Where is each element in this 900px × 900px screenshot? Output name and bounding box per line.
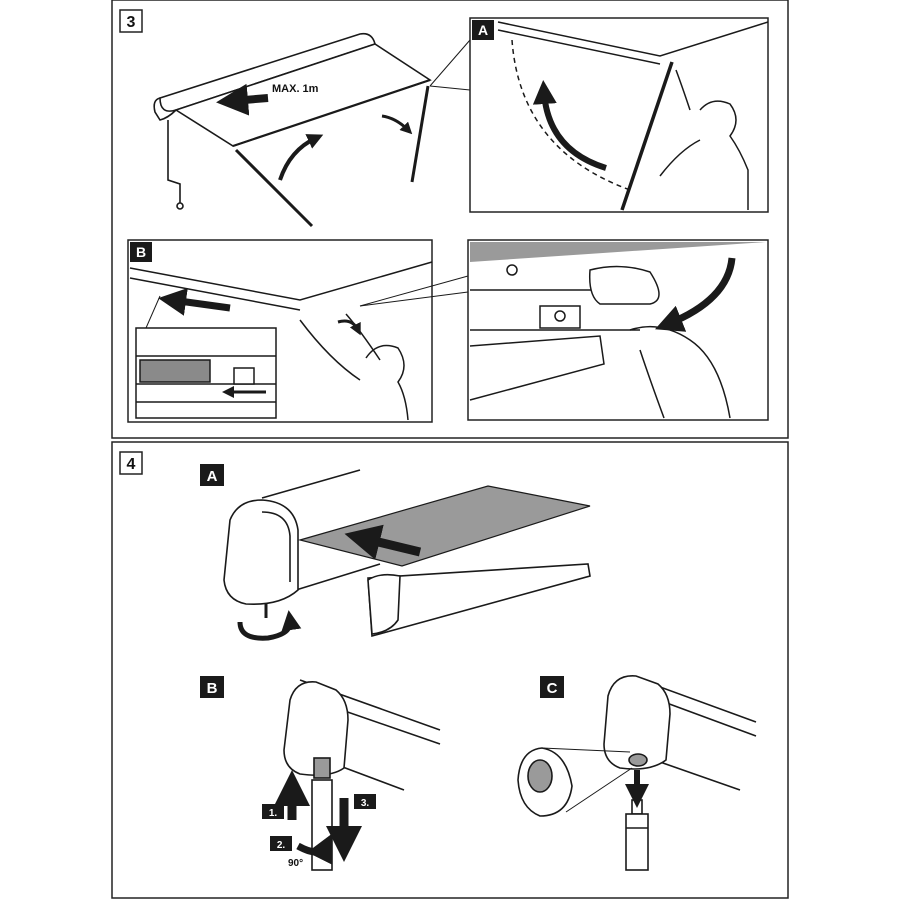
- panel-a-swing-path: [511, 39, 631, 191]
- step-4-b-turn-arrow: [296, 833, 333, 865]
- step-4-c-callout-1: [541, 747, 631, 753]
- panel-a-leg: [620, 61, 674, 211]
- step-4-c-end-cap: [603, 675, 671, 770]
- panel-a-swing-arrow: [532, 80, 607, 171]
- step-4-c-letter: C: [547, 680, 558, 697]
- step-4-b-step1: 1.: [269, 808, 278, 819]
- callout-line-b: [145, 295, 161, 329]
- step-3-frame: [111, 0, 789, 439]
- panel-a-rail: [497, 21, 769, 57]
- callout-line-b-detail-2: [359, 291, 469, 307]
- panel-b-letter: B: [136, 244, 146, 260]
- step-4-a-badge: [200, 464, 224, 486]
- step-4-panel-b: B 1. 2. 3. 90°: [200, 676, 441, 871]
- step-4-number: 4: [127, 456, 136, 473]
- step-4-b-socket: [313, 757, 331, 779]
- panel-b-badge: [130, 242, 152, 262]
- step-4-c-cassette-bottom: [659, 761, 741, 791]
- detail-arrow: [655, 257, 736, 332]
- step-4-c-badge: [540, 676, 564, 698]
- step-4-b-step2: 2.: [277, 840, 286, 851]
- awning-end-cap: [153, 97, 177, 121]
- detail-plate: [539, 305, 581, 329]
- step-4-c-socket: [628, 753, 648, 767]
- crank-knob: [176, 202, 184, 210]
- step-4-a-front-cap: [367, 573, 401, 635]
- detail-fabric: [470, 242, 766, 262]
- panel-b-rail-lower: [129, 277, 301, 311]
- step-4-panel-a: A: [200, 464, 591, 641]
- step-4-b-cassette-mid: [335, 707, 441, 745]
- crank-handle: [167, 120, 181, 205]
- step-3-section: 3 MAX. 1m A: [111, 0, 789, 439]
- panel-a-badge: [472, 20, 494, 40]
- detail-screw-1: [506, 264, 518, 276]
- step-4-c-cassette-mid: [663, 701, 757, 737]
- step-4-b-end-cap: [283, 681, 349, 776]
- step-3-detail-panel: [467, 239, 769, 421]
- step-4-b-badge: [200, 676, 224, 698]
- awning-front-bar: [232, 78, 431, 148]
- step-4-b-angle: 90°: [288, 858, 303, 869]
- panel-b-slide-arrow: [158, 288, 231, 316]
- step-4-c-callout-2: [565, 767, 633, 813]
- step-4-b-step1-badge: [262, 804, 284, 819]
- step-4-c-magnifier-hole: [527, 759, 553, 793]
- step-4-b-crank-rod: [311, 779, 333, 871]
- panel-b-inset-block: [139, 359, 211, 383]
- step-3-number-box: [119, 9, 143, 33]
- lift-arrow-left: [278, 134, 324, 181]
- panel-b-rail: [129, 261, 433, 301]
- step-4-b-letter: B: [207, 680, 218, 697]
- step-3-number: 3: [127, 14, 136, 31]
- step-4-a-front-bar: [367, 563, 591, 638]
- step-4-b-cassette-bottom: [339, 765, 405, 791]
- step-4-b-step2-badge: [270, 836, 292, 851]
- step-3-panel-a: A: [469, 17, 769, 213]
- max-distance-label: MAX. 1m: [272, 83, 319, 95]
- step-4-c-crank-tip: [631, 799, 643, 815]
- callout-line-b-detail-1: [359, 275, 469, 307]
- step-4-a-end-cap: [223, 499, 299, 606]
- step-4-b-step3: 3.: [361, 798, 370, 809]
- step-4-b-step3-badge: [354, 794, 376, 809]
- step-4-a-fabric: [297, 485, 591, 567]
- detail-hand: [629, 325, 731, 419]
- step-4-panel-c: C: [517, 675, 757, 871]
- step-4-a-end-cap-inner: [261, 511, 291, 582]
- awning-overview: [153, 32, 432, 228]
- step-4-section: 4 A B: [111, 441, 789, 899]
- panel-a-frame: [469, 17, 769, 213]
- panel-b-person: [299, 313, 409, 421]
- callout-line-a-1: [429, 39, 471, 87]
- panel-a-rail-lower: [497, 29, 661, 65]
- step-4-number-box: [119, 451, 143, 475]
- detail-screw-2: [554, 310, 566, 322]
- detail-end-cap: [588, 265, 660, 305]
- awning-leg-right: [410, 85, 430, 183]
- lift-arrow-right: [381, 114, 413, 135]
- step-4-a-letter: A: [207, 468, 218, 485]
- step-4-a-fabric-arrow: [344, 524, 422, 560]
- detail-front-bar: [469, 335, 605, 401]
- panel-b-inset-clip: [233, 367, 255, 385]
- awning-leg-left: [234, 148, 314, 228]
- push-arrow-max: [216, 83, 269, 116]
- step-4-frame: [111, 441, 789, 899]
- panel-a-person: [659, 69, 749, 210]
- step-4-a-cassette-bottom: [295, 563, 381, 591]
- panel-a-letter: A: [478, 22, 488, 38]
- step-3-panel-b: B: [127, 239, 469, 423]
- step-4-a-cassette-top: [261, 469, 361, 499]
- panel-b-hand-arrow: [337, 319, 361, 336]
- step-4-a-rotate-arrow: [237, 610, 302, 641]
- step-4-c-crank-rod: [625, 813, 649, 871]
- callout-line-a-2: [429, 85, 471, 91]
